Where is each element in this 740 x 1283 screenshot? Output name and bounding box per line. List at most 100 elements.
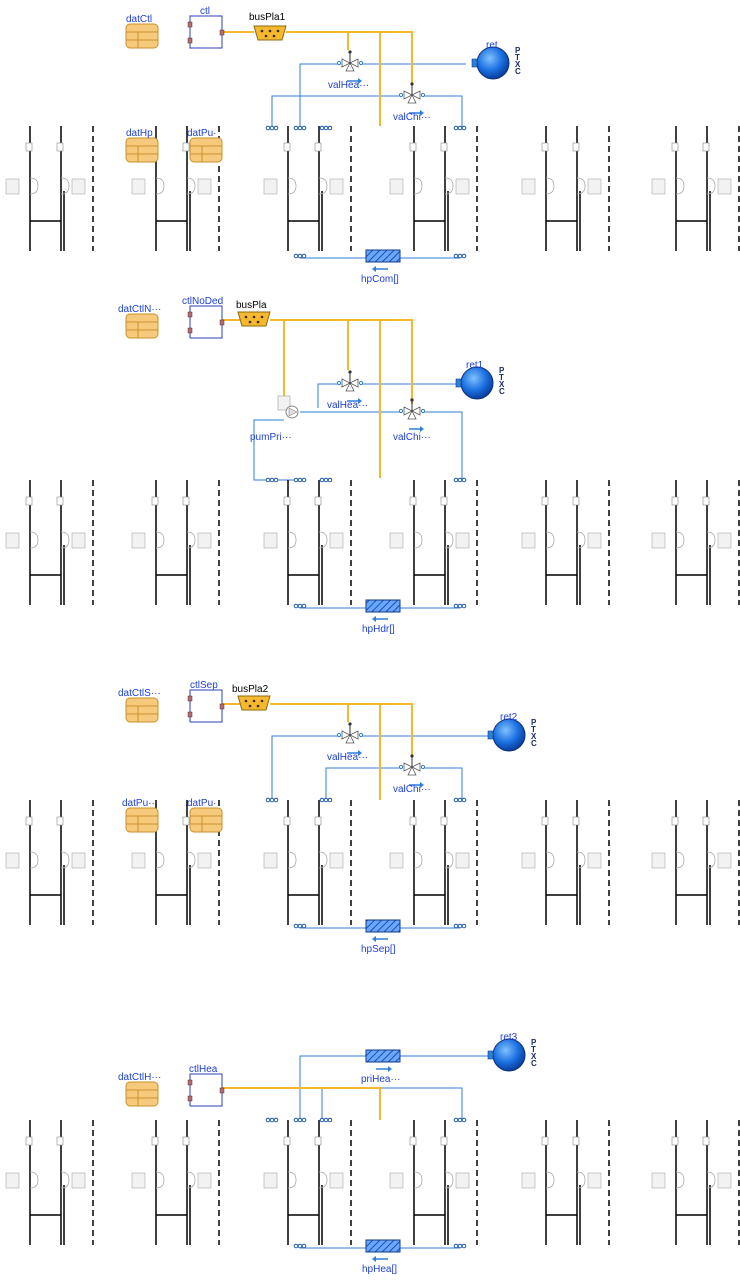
fluid-port-array[interactable] (319, 477, 333, 483)
unit-column[interactable] (389, 126, 478, 251)
fluid-port-icon[interactable] (301, 477, 307, 483)
fluid-connection-line[interactable] (299, 1055, 366, 1120)
fluid-port-icon[interactable] (453, 253, 459, 259)
unit-column[interactable] (389, 480, 478, 605)
bus-busPla1[interactable] (253, 25, 287, 41)
fluid-connection-line[interactable] (253, 419, 300, 481)
fluid-port-array[interactable] (293, 1243, 307, 1249)
fluid-port-icon[interactable] (453, 1243, 459, 1249)
fluid-port-icon[interactable] (301, 603, 307, 609)
valve-chilled[interactable] (398, 754, 426, 788)
fluid-port-icon[interactable] (301, 253, 307, 259)
output-port-icon[interactable] (219, 319, 225, 326)
fluid-port-icon[interactable] (319, 1117, 325, 1123)
input-port-icon[interactable] (187, 711, 193, 718)
pump-pumPri[interactable] (277, 395, 299, 419)
fluid-port-icon[interactable] (265, 1117, 271, 1123)
fluid-port-array[interactable] (453, 603, 467, 609)
input-port-icon[interactable] (187, 1095, 193, 1102)
fluid-port-array[interactable] (293, 1117, 307, 1123)
fluid-port-icon[interactable] (487, 1050, 494, 1060)
unit-column[interactable] (651, 800, 740, 925)
valve-chilled[interactable] (398, 398, 426, 432)
fluid-port-icon[interactable] (461, 253, 467, 259)
fluid-port-icon[interactable] (327, 797, 333, 803)
fluid-port-icon[interactable] (297, 477, 303, 483)
unit-column[interactable] (521, 800, 610, 925)
control-bus-line[interactable] (286, 31, 413, 84)
fluid-port-icon[interactable] (453, 1117, 459, 1123)
unit-column[interactable] (5, 126, 94, 251)
fluid-port-icon[interactable] (269, 125, 275, 131)
fluid-port-icon[interactable] (293, 1243, 299, 1249)
fluid-connection-line[interactable] (299, 63, 338, 128)
fluid-port-icon[interactable] (323, 1117, 329, 1123)
unit-column[interactable] (131, 480, 220, 605)
input-port-icon[interactable] (187, 311, 193, 318)
fluid-port-array[interactable] (453, 923, 467, 929)
fluid-port-array[interactable] (293, 253, 307, 259)
fluid-port-icon[interactable] (319, 125, 325, 131)
fluid-port-icon[interactable] (301, 923, 307, 929)
fluid-port-icon[interactable] (293, 125, 299, 131)
unit-column[interactable] (263, 1120, 352, 1245)
fluid-port-array[interactable] (453, 477, 467, 483)
fluid-port-icon[interactable] (301, 1243, 307, 1249)
pipe-hpCom[interactable] (365, 249, 401, 272)
unit-column[interactable] (521, 1120, 610, 1245)
unit-column[interactable] (521, 126, 610, 251)
fluid-port-icon[interactable] (265, 797, 271, 803)
input-port-icon[interactable] (187, 695, 193, 702)
unit-column[interactable] (651, 126, 740, 251)
fluid-port-icon[interactable] (297, 923, 303, 929)
fluid-port-icon[interactable] (301, 1117, 307, 1123)
unit-column[interactable] (651, 480, 740, 605)
unit-column[interactable] (5, 1120, 94, 1245)
fluid-port-array[interactable] (293, 477, 307, 483)
fluid-port-icon[interactable] (327, 125, 333, 131)
valve-chilled[interactable] (398, 82, 426, 116)
fluid-port-icon[interactable] (457, 253, 463, 259)
fluid-port-array[interactable] (293, 125, 307, 131)
fluid-port-icon[interactable] (297, 125, 303, 131)
fluid-port-icon[interactable] (453, 797, 459, 803)
fluid-port-icon[interactable] (297, 1117, 303, 1123)
unit-column[interactable] (389, 800, 478, 925)
fluid-port-icon[interactable] (461, 125, 467, 131)
record-datCtlHea[interactable] (125, 1081, 159, 1107)
unit-column[interactable] (521, 480, 610, 605)
fluid-port-icon[interactable] (457, 1243, 463, 1249)
record-datPu[interactable] (189, 137, 223, 163)
unit-column[interactable] (5, 480, 94, 605)
fluid-port-icon[interactable] (293, 253, 299, 259)
fluid-connection-line[interactable] (424, 411, 463, 480)
record-datHp[interactable] (125, 137, 159, 163)
fluid-port-icon[interactable] (273, 797, 279, 803)
bus-busPla2[interactable] (237, 695, 271, 711)
fluid-port-icon[interactable] (457, 603, 463, 609)
unit-column[interactable] (651, 1120, 740, 1245)
fluid-port-icon[interactable] (265, 125, 271, 131)
record-datPu-b[interactable] (189, 807, 223, 833)
fluid-port-icon[interactable] (453, 125, 459, 131)
fluid-port-icon[interactable] (457, 1117, 463, 1123)
fluid-connection-line[interactable] (271, 95, 400, 128)
fluid-port-icon[interactable] (323, 125, 329, 131)
fluid-port-icon[interactable] (461, 1117, 467, 1123)
pipe-hpSep[interactable] (365, 919, 401, 942)
fluid-port-icon[interactable] (293, 923, 299, 929)
fluid-port-icon[interactable] (293, 477, 299, 483)
fluid-port-array[interactable] (453, 1243, 467, 1249)
output-port-icon[interactable] (219, 703, 225, 710)
fluid-port-array[interactable] (265, 797, 279, 803)
valve-heating[interactable] (336, 722, 364, 756)
fluid-port-array[interactable] (265, 1117, 279, 1123)
fluid-port-icon[interactable] (297, 1243, 303, 1249)
fluid-port-icon[interactable] (301, 125, 307, 131)
fluid-port-icon[interactable] (323, 797, 329, 803)
output-port-icon[interactable] (219, 1087, 225, 1094)
fluid-port-array[interactable] (265, 125, 279, 131)
input-port-icon[interactable] (187, 327, 193, 334)
